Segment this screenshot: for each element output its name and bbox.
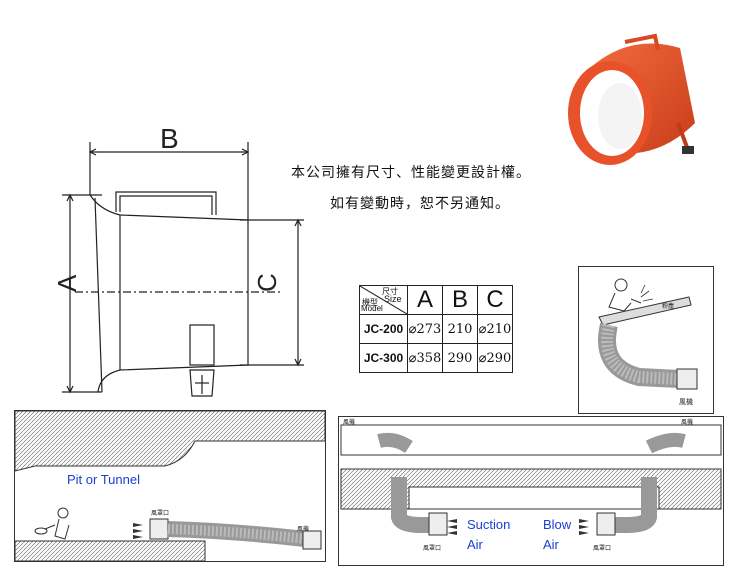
pit-tunnel-label: Pit or Tunnel [67, 472, 140, 487]
dimension-label-c: C [252, 273, 282, 292]
spec-value-c: ⌀290 [477, 343, 513, 373]
suction-blow-diagram: 風機 風機 Suction Air Blow Air 風罩口 風罩口 [338, 416, 724, 566]
corner-model-cn: 機型 [362, 298, 378, 307]
spec-model: JC-200 [359, 314, 408, 344]
spec-value-a: ⌀273 [407, 314, 443, 344]
spec-row-jc200: JC-200 ⌀273 210 ⌀210 [359, 314, 513, 344]
dimension-label-a: A [52, 274, 82, 292]
right-top-right-tag: 風機 [681, 419, 694, 426]
dimension-label-b: B [160, 123, 179, 154]
spec-col-b: B [442, 285, 478, 315]
notice-line-2: 如有變動時，恕不另通知。 [330, 196, 510, 212]
pit-tunnel-diagram: Pit or Tunnel 風罩口 風機 [14, 410, 326, 562]
spec-col-a: A [407, 285, 443, 315]
product-photo [568, 33, 695, 165]
spec-row-jc300: JC-300 ⌀358 290 ⌀290 [359, 343, 513, 373]
spec-col-c: C [477, 285, 513, 315]
corner-small-label: 粉塵 [662, 303, 675, 310]
left-fan-label: 風機 [297, 526, 310, 533]
spec-value-b: 210 [442, 314, 478, 344]
spec-table: 尺寸 Size 機型 Model A B C JC-200 ⌀273 210 ⌀… [359, 285, 513, 373]
mid-outlet-label: 風罩口 [423, 545, 442, 552]
corner-fan-label: 風機 [679, 398, 693, 406]
spec-value-c: ⌀210 [477, 314, 513, 344]
technical-drawing: B A C [52, 123, 304, 397]
spec-header-row: 尺寸 Size 機型 Model A B C [359, 285, 513, 315]
spec-value-b: 290 [442, 343, 478, 373]
right-outlet-label: 風罩口 [593, 545, 612, 552]
spec-value-a: ⌀358 [407, 343, 443, 373]
left-outlet-label: 風罩口 [151, 510, 170, 517]
corner-size-cn: 尺寸 [382, 287, 398, 296]
corner-model-en: Model [361, 304, 383, 313]
notice-line-1: 本公司擁有尺寸、性能變更設計權。 [291, 165, 531, 181]
worker-duct-illustration: 粉塵 風機 [578, 266, 714, 414]
right-top-left-tag: 風機 [343, 419, 356, 426]
blow-air-label: Air [543, 537, 559, 552]
suction-air-label: Air [467, 537, 483, 552]
spec-corner-cell: 尺寸 Size 機型 Model [359, 285, 408, 315]
suction-label: Suction [467, 517, 511, 532]
corner-size-en: Size [384, 294, 402, 304]
spec-model: JC-300 [359, 343, 408, 373]
blow-label: Blow [543, 517, 572, 532]
